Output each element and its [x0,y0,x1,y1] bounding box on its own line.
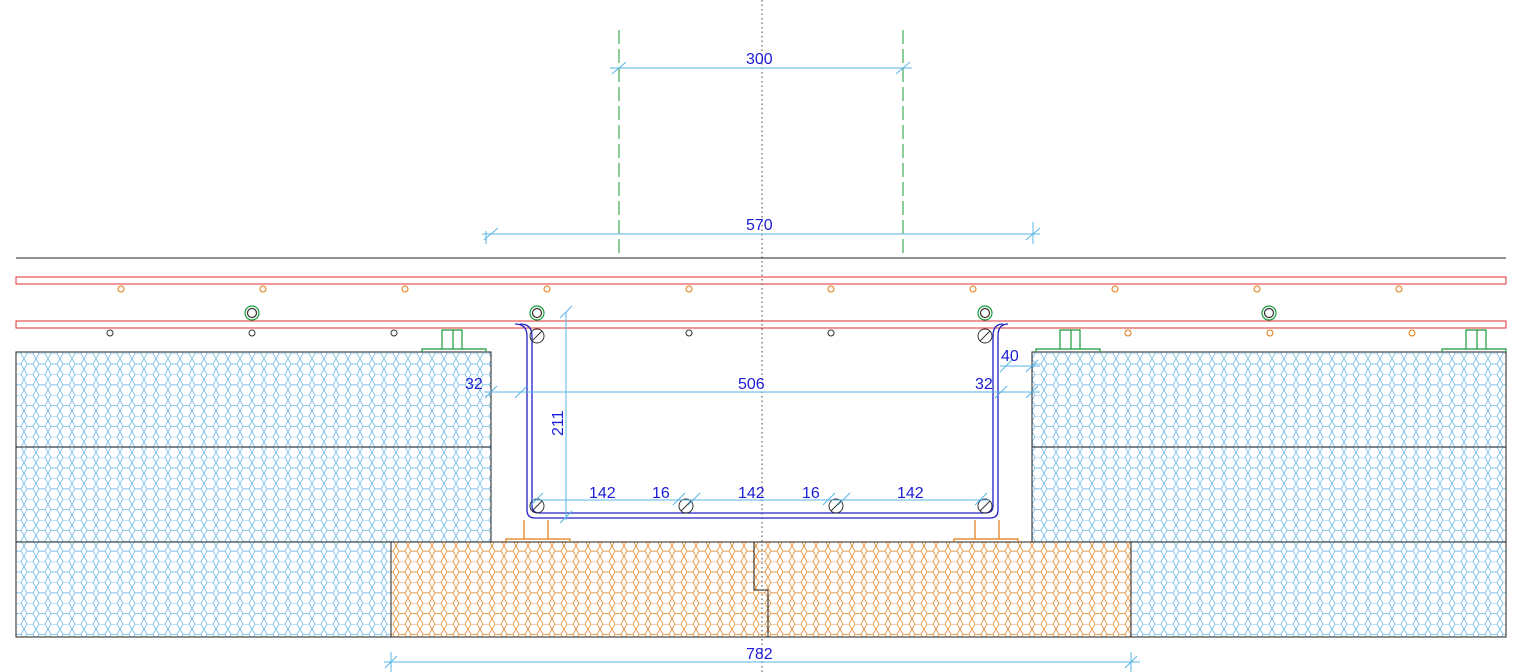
dim-mid-span: 570 [746,217,773,234]
rebar-dots-upper [117,285,1403,293]
dim-left-cover: 32 [465,376,483,393]
dim-inner-width: 506 [738,376,765,393]
dimension-lines [384,61,1140,672]
dim-depth: 211 [550,410,567,436]
dim-bottom-spacing-2: 142 [738,485,765,502]
dim-bar-2: 16 [802,485,820,502]
rebar-upper-band [15,276,1507,285]
dim-bottom-spacing-1: 142 [589,485,616,502]
rebar-lower-band [15,320,1507,329]
insulation-left [15,351,492,638]
insulation-right [1031,351,1507,638]
dim-right-cover: 32 [975,376,993,393]
support-brackets [421,329,1507,352]
insulation-base [390,541,1132,638]
main-bars [529,328,993,514]
rebar-dots-lower [106,329,1416,337]
dim-corner-offset: 40 [1001,348,1019,365]
dim-base-span: 782 [746,646,773,663]
dim-top-span: 300 [746,51,773,68]
connector-rings [244,305,1277,321]
base-seats [505,520,1019,542]
dim-bottom-spacing-3: 142 [897,485,924,502]
dim-bar-1: 16 [652,485,670,502]
